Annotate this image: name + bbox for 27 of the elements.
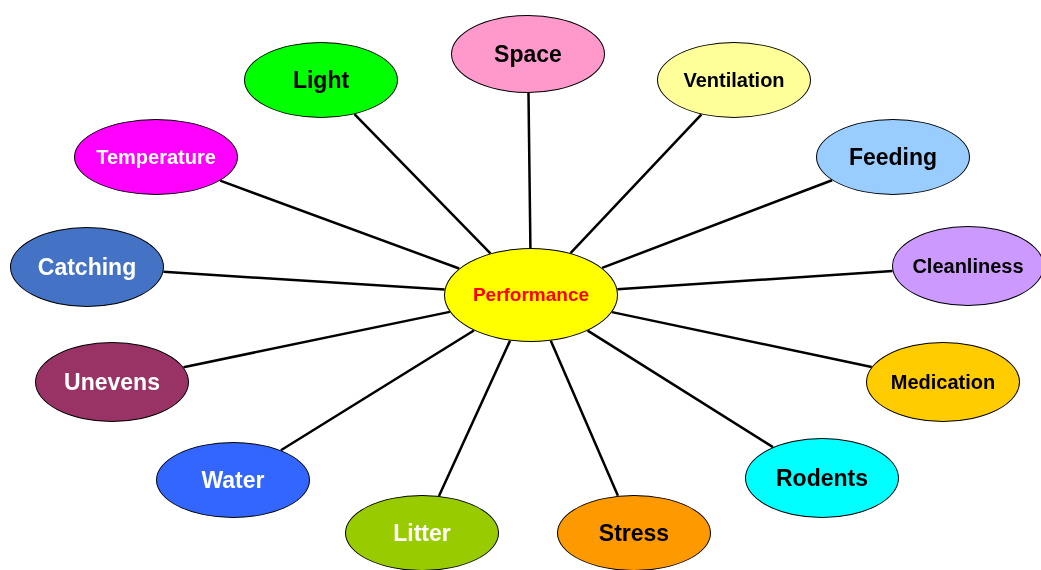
- connector-line: [527, 93, 532, 248]
- node-label: Ventilation: [683, 68, 785, 92]
- node-label: Unevens: [64, 368, 160, 396]
- node-label: Medication: [890, 370, 996, 394]
- node-label: Space: [494, 40, 562, 68]
- node-label: Performance: [472, 284, 590, 306]
- connector-line: [353, 113, 492, 255]
- connector-line: [280, 329, 475, 452]
- node-label: Catching: [37, 253, 137, 281]
- node-label: Litter: [393, 519, 451, 547]
- node-label: Rodents: [776, 464, 868, 492]
- connector-line: [549, 340, 620, 497]
- node-label: Water: [201, 466, 265, 494]
- node-label: Cleanliness: [912, 254, 1024, 278]
- connector-line: [617, 269, 893, 291]
- connector-line: [219, 179, 460, 270]
- connector-line: [183, 310, 451, 369]
- node-label: Temperature: [96, 145, 216, 169]
- connector-line: [601, 179, 833, 270]
- connector-line: [163, 270, 445, 291]
- node-label: Stress: [598, 519, 670, 547]
- connector-line: [569, 113, 703, 254]
- node-label: Feeding: [848, 143, 938, 171]
- connector-line: [587, 329, 774, 449]
- connector-line: [437, 340, 512, 497]
- node-label: Light: [292, 66, 350, 94]
- connector-line: [611, 310, 872, 369]
